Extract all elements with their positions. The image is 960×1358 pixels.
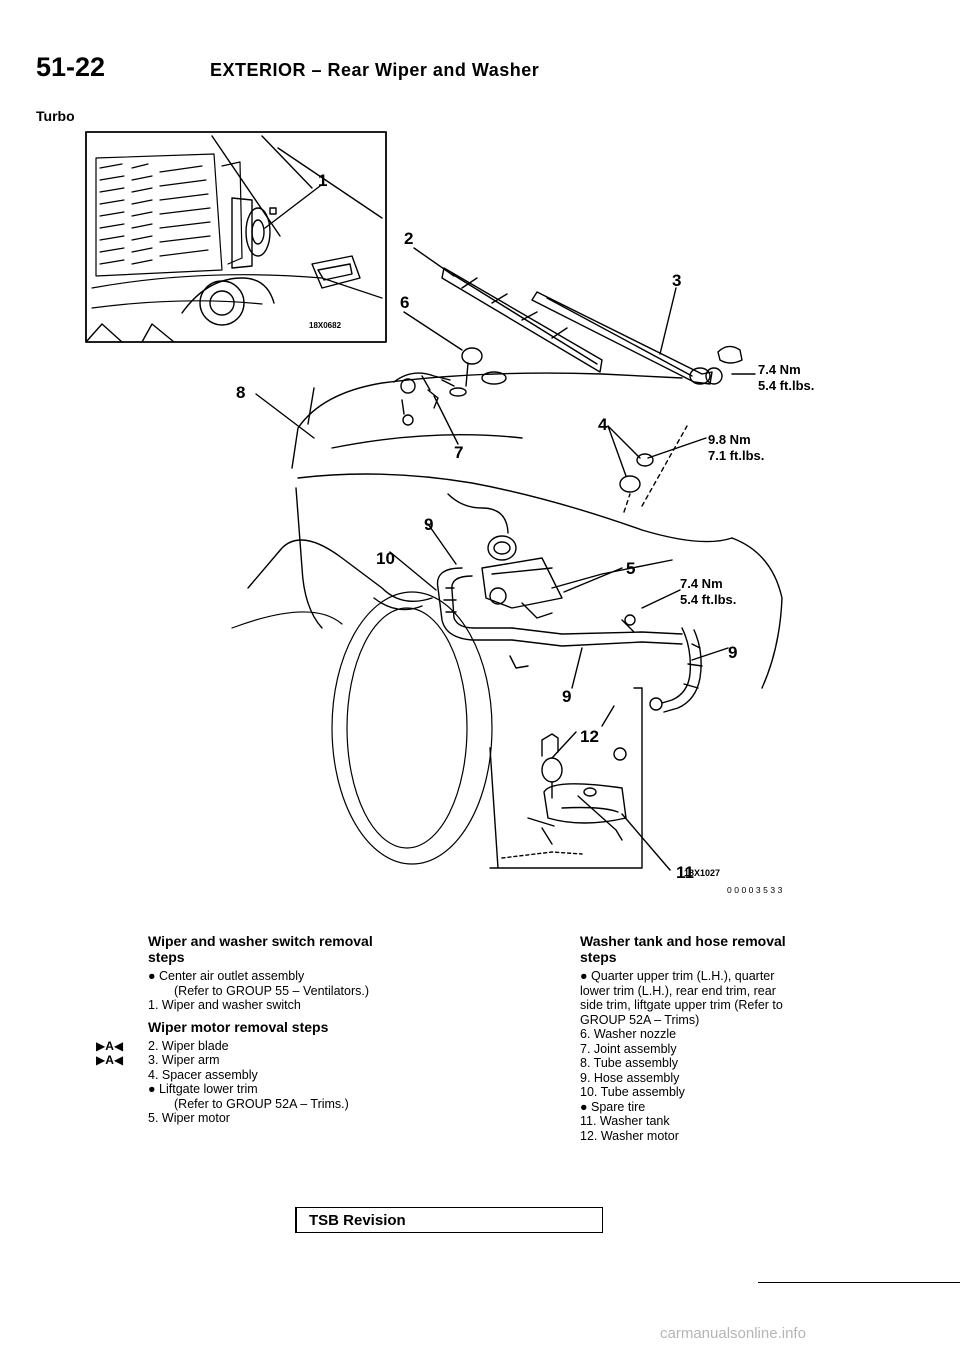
- callout-1: 1: [318, 171, 327, 190]
- tank-step: GROUP 52A – Trims): [580, 1012, 700, 1027]
- callout-6: 6: [400, 293, 409, 312]
- motor-step: 2. Wiper blade: [148, 1038, 229, 1053]
- switch-removal-heading: Wiper and washer switch removal: [148, 933, 373, 949]
- callout-9a: 9: [424, 515, 433, 534]
- tank-step: lower trim (L.H.), rear end trim, rear: [580, 983, 776, 998]
- callout-11: 11: [676, 863, 694, 882]
- torque-2-ftlbs: 7.1 ft.lbs.: [708, 448, 764, 463]
- callout-10: 10: [376, 549, 395, 568]
- callout-5: 5: [626, 559, 635, 578]
- tank-step: 8. Tube assembly: [580, 1056, 678, 1070]
- motor-step: 3. Wiper arm: [148, 1053, 220, 1067]
- motor-step: ● Liftgate lower trim: [148, 1082, 258, 1096]
- tank-step: 11. Washer tank: [580, 1114, 670, 1128]
- motor-step: 4. Spacer assembly: [148, 1067, 258, 1082]
- figure-code: 18X1027: [684, 868, 720, 878]
- tank-step: 6. Washer nozzle: [580, 1027, 677, 1041]
- right-column: Washer tank and hose removal steps ● Qua…: [580, 933, 860, 1143]
- image-code: 00003533: [727, 885, 785, 895]
- motor-removal-heading: Wiper motor removal steps: [148, 1018, 329, 1035]
- switch-step: (Refer to GROUP 55 – Ventilators.): [174, 983, 369, 998]
- torque-3-nm: 7.4 Nm: [680, 576, 723, 591]
- callout-4: 4: [598, 415, 608, 434]
- torque-1-nm: 7.4 Nm: [758, 362, 801, 377]
- switch-removal-heading-steps: steps: [148, 949, 185, 965]
- spare-tire: [231, 591, 493, 865]
- torque-2-nm: 9.8 Nm: [708, 432, 751, 447]
- watermark: carmanualsonline.info: [660, 1325, 806, 1342]
- tank-step: 10. Tube assembly: [580, 1085, 685, 1099]
- page-title: EXTERIOR – Rear Wiper and Washer: [210, 60, 540, 80]
- tank-step: ● Quarter upper trim (L.H.), quarter: [580, 969, 775, 983]
- inset-code: 18X0682: [309, 321, 342, 330]
- callout-12: 12: [580, 727, 599, 746]
- switch-step: ● Center air outlet assembly: [148, 969, 305, 983]
- tank-step: 9. Hose assembly: [580, 1070, 680, 1085]
- callout-2: 2: [404, 229, 413, 248]
- tank-step: ● Spare tire: [580, 1099, 646, 1114]
- motor-hoses: [247, 493, 729, 727]
- motor-step: 5. Wiper motor: [148, 1111, 230, 1125]
- exploded-view-figure: 1 2 3 4 5 6 7 8 9 9 9 10 11 12 7.4 Nm 5.…: [85, 131, 814, 882]
- tank-step: side trim, liftgate upper trim (Refer to: [580, 998, 783, 1012]
- callout-8: 8: [236, 383, 245, 402]
- reference-tag-a: ▶A◀: [96, 1053, 124, 1067]
- washer-tank: [489, 687, 671, 871]
- callout-9c: 9: [562, 687, 571, 706]
- callout-9b: 9: [728, 643, 737, 662]
- tank-step: 7. Joint assembly: [580, 1041, 677, 1056]
- footer-divider: [758, 1282, 960, 1283]
- reference-tag-a: ▶A◀: [96, 1038, 124, 1053]
- wiper-blade-arm: [413, 247, 756, 385]
- section-label: Turbo: [36, 108, 75, 124]
- page-number: 51-22: [36, 52, 106, 82]
- tsb-revision-box: TSB Revision: [295, 1207, 603, 1233]
- switch-step: 1. Wiper and washer switch: [148, 998, 301, 1012]
- tank-removal-heading: Washer tank and hose removal: [580, 933, 786, 949]
- liftgate-outline: [255, 311, 783, 689]
- left-column: Wiper and washer switch removal steps ● …: [96, 933, 418, 1126]
- torque-3-ftlbs: 5.4 ft.lbs.: [680, 592, 736, 607]
- torque-1-ftlbs: 5.4 ft.lbs.: [758, 378, 814, 393]
- motor-step: (Refer to GROUP 52A – Trims.): [174, 1096, 349, 1111]
- dashboard-inset: [85, 131, 387, 343]
- tank-step: 12. Washer motor: [580, 1128, 679, 1143]
- callout-7: 7: [454, 443, 463, 462]
- callout-3: 3: [672, 271, 681, 290]
- tank-removal-heading-steps: steps: [580, 949, 617, 965]
